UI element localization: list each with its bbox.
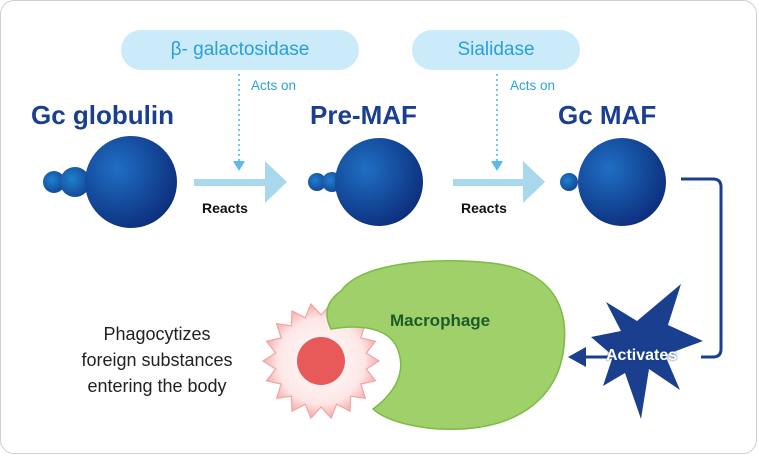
pre-maf-molecule xyxy=(308,138,423,226)
gc-globulin-molecule xyxy=(43,136,177,228)
gc-maf-molecule xyxy=(560,138,666,226)
acts-on-arrowhead-1 xyxy=(233,161,245,171)
activates-label: Activates xyxy=(606,347,678,364)
phagocytizes-description: Phagocytizes foreign substances entering… xyxy=(37,321,277,399)
acts-on-label-1: Acts on xyxy=(251,78,297,93)
reacts-label-1: Reacts xyxy=(202,200,248,216)
macrophage-cell xyxy=(326,260,566,430)
enzyme-label-sialidase: Sialidase xyxy=(457,39,535,60)
reacts-arrow-2 xyxy=(453,161,545,203)
enzyme-pill-galactosidase: β- galactosidase xyxy=(121,30,359,70)
phagocytizes-line-2: foreign substances xyxy=(81,350,233,370)
enzyme-label-galactosidase: β- galactosidase xyxy=(170,39,310,60)
foreign-substance-core xyxy=(297,337,345,385)
activation-path xyxy=(681,177,723,359)
reacts-label-2: Reacts xyxy=(461,200,507,216)
acts-on-label-2: Acts on xyxy=(510,78,556,93)
acts-on-arrowhead-2 xyxy=(491,161,503,171)
stage-title-gc-maf: Gc MAF xyxy=(558,100,657,130)
stage-title-gc-globulin: Gc globulin xyxy=(31,100,174,130)
macrophage-label: Macrophage xyxy=(390,311,491,330)
enzyme-pill-sialidase: Sialidase xyxy=(412,30,580,70)
activation-arrowhead xyxy=(568,347,586,367)
phagocytizes-line-1: Phagocytizes xyxy=(103,324,211,344)
activation-burst-star xyxy=(591,284,703,419)
stage-title-pre-maf: Pre-MAF xyxy=(310,100,417,130)
phagocytizes-line-3: entering the body xyxy=(87,376,227,396)
reacts-arrow-1 xyxy=(194,161,287,203)
